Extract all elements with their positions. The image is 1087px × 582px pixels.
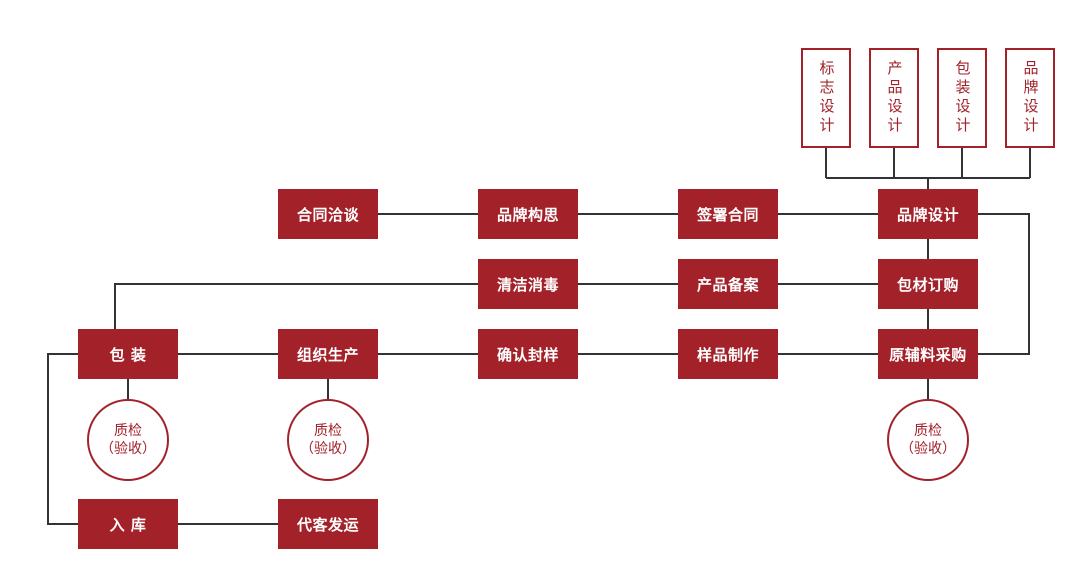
step-raw-material: 原辅料采购 xyxy=(878,329,978,379)
step-dropship: 代客发运 xyxy=(278,499,378,549)
step-cleaning: 清洁消毒 xyxy=(478,259,578,309)
step-packaging: 包 装 xyxy=(78,329,178,379)
qc-label: 质检 xyxy=(314,423,342,439)
design-item-packaging: 包装设计 xyxy=(937,48,987,148)
step-brand-concept: 品牌构思 xyxy=(478,189,578,239)
design-item-product: 产品设计 xyxy=(869,48,919,148)
step-contract-talk: 合同洽谈 xyxy=(278,189,378,239)
step-warehouse: 入 库 xyxy=(78,499,178,549)
qc-circle-raw-material: 质检 （验收） xyxy=(887,399,969,481)
qc-sublabel: （验收） xyxy=(100,441,156,457)
qc-label: 质检 xyxy=(914,423,942,439)
step-sign-contract: 签署合同 xyxy=(678,189,778,239)
design-item-label: 标志设计 xyxy=(817,60,836,136)
step-packaging-purchase: 包材订购 xyxy=(878,259,978,309)
step-brand-design: 品牌设计 xyxy=(878,189,978,239)
qc-sublabel: （验收） xyxy=(300,441,356,457)
qc-circle-packaging: 质检 （验收） xyxy=(87,399,169,481)
step-confirm-sample: 确认封样 xyxy=(478,329,578,379)
design-item-label: 产品设计 xyxy=(885,60,904,136)
qc-sublabel: （验收） xyxy=(900,441,956,457)
design-item-logo: 标志设计 xyxy=(801,48,851,148)
step-sample-making: 样品制作 xyxy=(678,329,778,379)
qc-label: 质检 xyxy=(114,423,142,439)
qc-circle-production: 质检 （验收） xyxy=(287,399,369,481)
design-item-label: 品牌设计 xyxy=(1021,60,1040,136)
step-product-filing: 产品备案 xyxy=(678,259,778,309)
design-item-label: 包装设计 xyxy=(953,60,972,136)
step-production: 组织生产 xyxy=(278,329,378,379)
design-item-brand: 品牌设计 xyxy=(1005,48,1055,148)
